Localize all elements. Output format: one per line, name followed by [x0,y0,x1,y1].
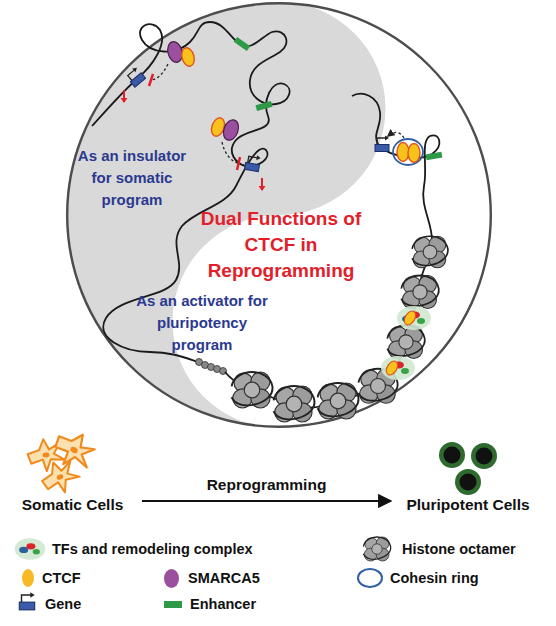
legend-text: Histone octamer [402,540,516,558]
region-label: As an insulator for somatic program [70,145,194,211]
legend-text: SMARCA5 [188,569,260,587]
legend-text: CTCF [42,569,81,587]
legend-samples [358,569,382,587]
somatic-cells-icon [37,455,83,499]
somatic-cells-icon [48,425,100,475]
pluripotent-cells-icon [455,469,481,495]
circle-border [67,3,491,427]
yin-yang-shade [66,2,386,428]
central-title: Dual Functions of CTCF in Reprogramming [195,206,367,284]
cell-label: Pluripotent Cells [393,495,543,515]
legend-text: Gene [45,595,81,613]
cell-node: Somatic Cells [5,437,140,517]
arrow-label: Reprogramming [207,476,327,494]
cell-node: Pluripotent Cells [393,437,543,517]
yin-yang-circle: As an insulator for somatic programDual … [66,2,492,428]
legend-text: TFs and remodeling complex [52,540,253,558]
legend-text: Enhancer [190,595,256,613]
legend-swatch [22,569,34,587]
pluripotent-cells-icon [439,442,465,468]
legend-text: Cohesin ring [390,569,479,587]
circle-fill [66,2,492,428]
legend-samples [15,538,46,560]
pluripotent-cells-icon [471,443,497,469]
cell-label: Somatic Cells [5,495,140,515]
legend-samples [363,537,390,561]
legend-samples [19,592,34,610]
somatic-cells-icon [25,436,66,474]
pluripotent-cells-icon [439,442,497,495]
somatic-cells-icon [25,425,99,499]
legend-swatch [164,569,179,588]
process-arrow [142,500,391,502]
legend-swatch [164,601,182,608]
region-label: As an activator for pluripotency program [130,290,274,356]
